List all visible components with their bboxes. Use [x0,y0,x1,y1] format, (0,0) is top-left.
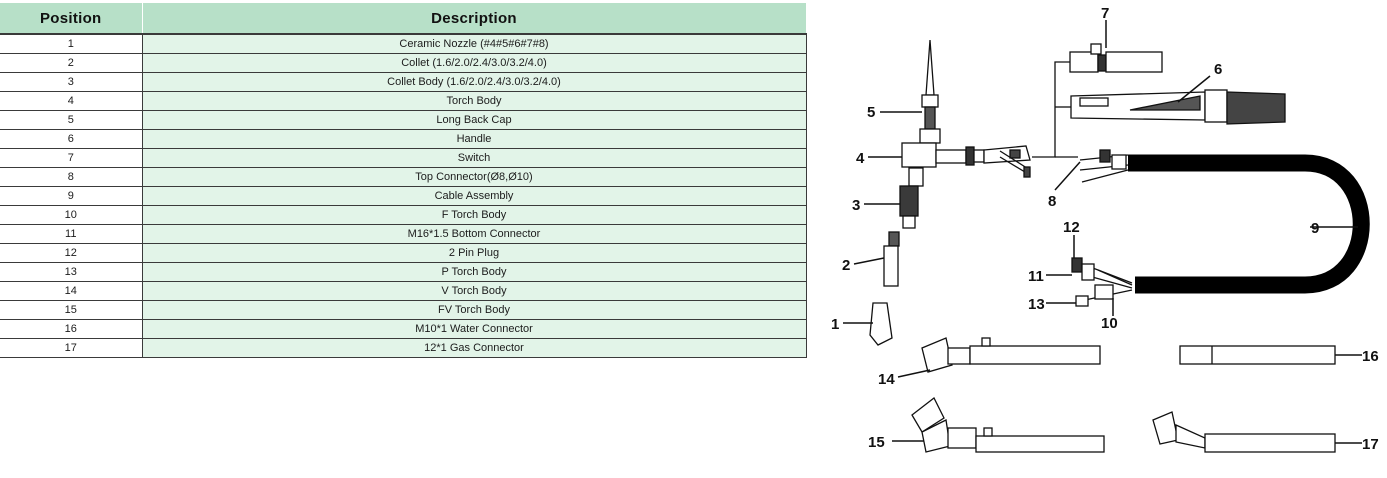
position-cell: 9 [0,186,143,206]
gas-connector-part [1152,411,1336,453]
water-connector-part [1179,345,1336,365]
position-cell: 1 [0,34,143,54]
description-cell: 2 Pin Plug [142,243,807,263]
collet-body-part [899,167,924,229]
description-cell: Top Connector(Ø8,Ø10) [142,167,807,187]
long-back-cap-part [919,39,941,144]
position-cell: 16 [0,319,143,339]
bottom-connector-group [1071,257,1133,307]
callout-2: 2 [842,257,850,274]
callout-6: 6 [1214,61,1222,78]
description-cell: P Torch Body [142,262,807,282]
handle-part [1070,89,1286,125]
position-cell: 14 [0,281,143,301]
description-cell: Cable Assembly [142,186,807,206]
description-cell: Switch [142,148,807,168]
ceramic-nozzle-part [869,302,893,346]
table-header-row: Position Description [0,3,807,35]
description-cell: Long Back Cap [142,110,807,130]
description-cell: Handle [142,129,807,149]
description-cell: F Torch Body [142,205,807,225]
description-cell: 12*1 Gas Connector [142,338,807,358]
position-cell: 17 [0,338,143,358]
callout-10: 10 [1101,315,1118,332]
position-cell: 3 [0,72,143,92]
position-cell: 13 [0,262,143,282]
position-cell: 8 [0,167,143,187]
callout-1: 1 [831,316,839,333]
position-cell: 11 [0,224,143,244]
callout-11: 11 [1028,268,1044,285]
callout-9: 9 [1311,220,1319,237]
callout-5: 5 [867,104,875,121]
callout-7: 7 [1101,5,1109,22]
callout-14: 14 [878,371,895,388]
description-cell: M10*1 Water Connector [142,319,807,339]
position-cell: 4 [0,91,143,111]
description-cell: Ceramic Nozzle (#4#5#6#7#8) [142,34,807,54]
position-cell: 12 [0,243,143,263]
torch-parts-diagram: 1 2 3 4 5 6 7 8 9 10 11 12 13 14 16 15 1… [831,5,1379,453]
fv-torch-body-part [911,397,1105,453]
switch-part [1069,43,1163,73]
position-cell: 15 [0,300,143,320]
callout-13: 13 [1028,296,1045,313]
position-header: Position [0,3,143,35]
callout-3: 3 [852,197,860,214]
position-cell: 7 [0,148,143,168]
callout-15: 15 [868,434,885,451]
callout-12: 12 [1063,219,1080,236]
callout-17: 17 [1362,436,1379,453]
description-cell: V Torch Body [142,281,807,301]
description-cell: FV Torch Body [142,300,807,320]
description-cell: Collet (1.6/2.0/2.4/3.0/3.2/4.0) [142,53,807,73]
v-torch-body-part [921,337,1101,373]
callout-8: 8 [1048,193,1056,210]
description-header: Description [142,3,807,35]
callout-16: 16 [1362,348,1379,365]
top-connector-part [1079,149,1129,183]
position-cell: 2 [0,53,143,73]
collet-part [883,231,900,287]
position-cell: 5 [0,110,143,130]
cable-assembly-part [1128,154,1370,294]
description-cell: Collet Body (1.6/2.0/2.4/3.0/3.2/4.0) [142,72,807,92]
position-cell: 6 [0,129,143,149]
description-cell: M16*1.5 Bottom Connector [142,224,807,244]
description-cell: Torch Body [142,91,807,111]
torch-body-part [901,142,1031,178]
position-cell: 10 [0,205,143,225]
callout-4: 4 [856,150,865,167]
